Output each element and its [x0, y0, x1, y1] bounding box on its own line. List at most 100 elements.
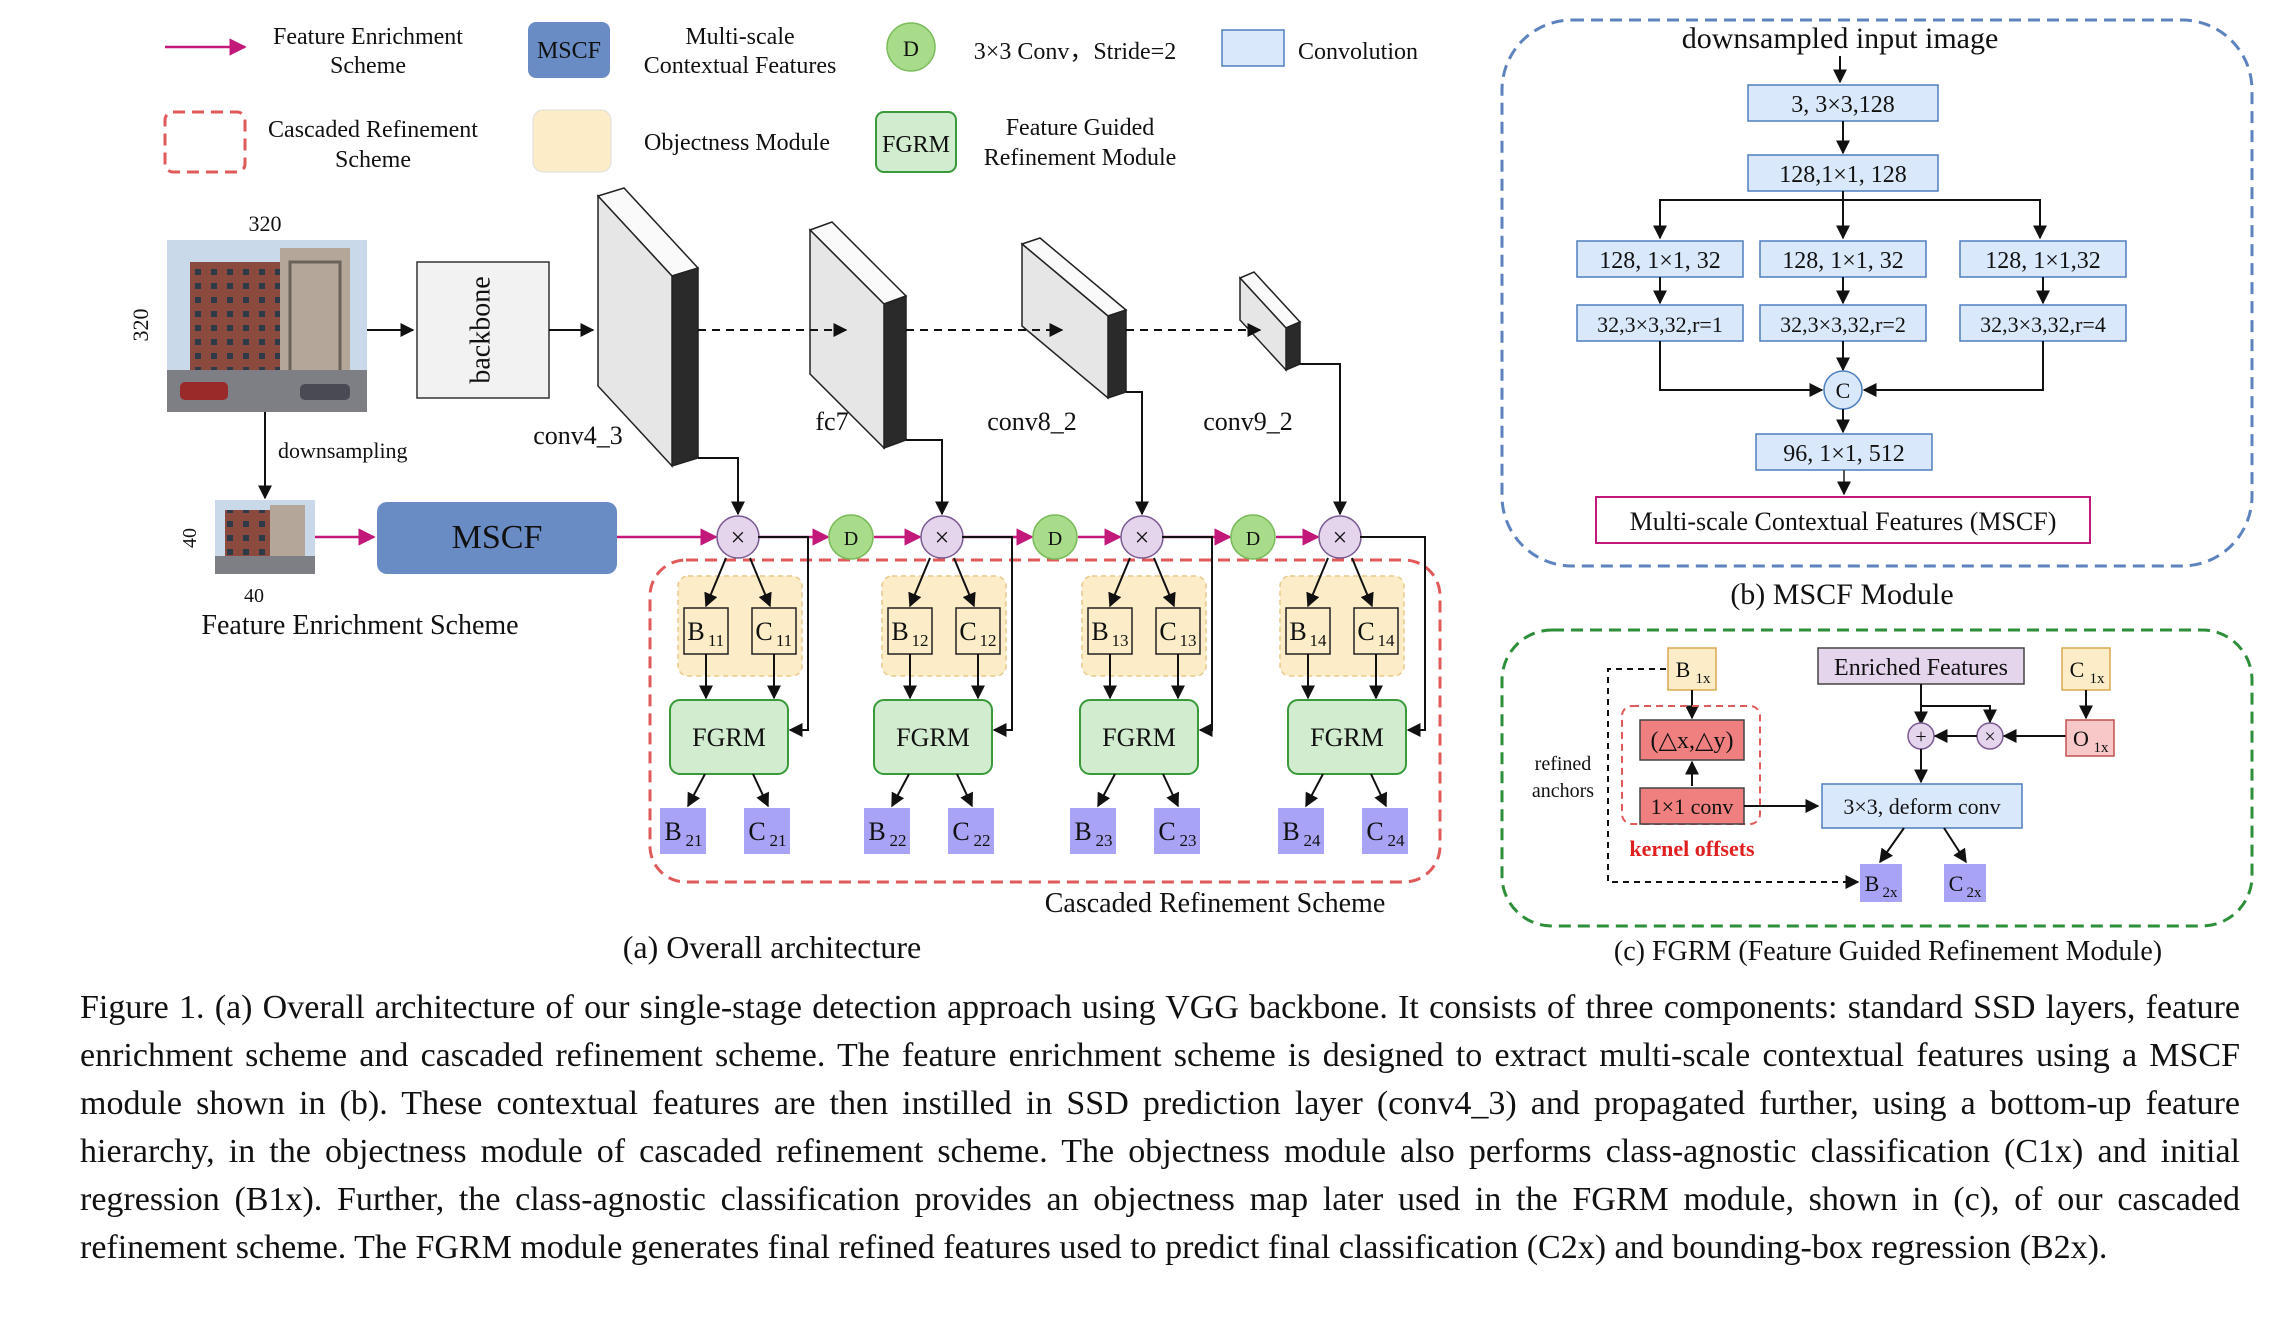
d-node — [1230, 514, 1276, 560]
svg-text:23: 23 — [1180, 831, 1197, 850]
refined-anchors-label-2: anchors — [1532, 780, 1594, 802]
svg-text:C: C — [1836, 378, 1851, 403]
fgrm-block — [1287, 699, 1407, 775]
img-top-size: 320 — [249, 211, 282, 236]
img-left-size: 320 — [128, 309, 153, 342]
legend-crs-swatch — [163, 110, 247, 174]
svg-text:C: C — [952, 817, 969, 846]
svg-text:14: 14 — [1310, 631, 1328, 650]
svg-text:C: C — [1158, 817, 1175, 846]
box-b13 — [1087, 607, 1133, 655]
svg-text:14: 14 — [1378, 631, 1396, 650]
mscf-conv1 — [1747, 84, 1939, 122]
svg-text:C: C — [2070, 657, 2085, 682]
legend-fgrm-swatch — [875, 111, 957, 173]
legend: Feature Enrichment Scheme Cascaded Refin… — [163, 22, 1418, 174]
svg-text:B: B — [1289, 617, 1306, 646]
mscf-module-region — [1500, 18, 2254, 568]
legend-mscf-desc: Multi-scale — [685, 24, 794, 50]
layer-conv9-2 — [1238, 271, 1302, 372]
svg-text:FGRM: FGRM — [896, 723, 970, 752]
mscf-block-label: MSCF — [452, 519, 543, 556]
legend-convolution-swatch — [1221, 29, 1285, 67]
box-b2x — [1860, 864, 1902, 902]
panel-c: B 1x Enriched Features C 1x (△x,△y) 1×1 … — [1500, 628, 2254, 967]
backbone-box — [416, 261, 550, 399]
conv1x1-box — [1639, 787, 1745, 825]
svg-text:B: B — [687, 617, 704, 646]
box-b23 — [1070, 808, 1116, 854]
arrow-conv9-mult — [1300, 363, 1347, 516]
svg-text:32,3×3,32,r=2: 32,3×3,32,r=2 — [1780, 312, 1906, 337]
svg-text:21: 21 — [770, 831, 787, 850]
legend-fgrm-box-label: FGRM — [882, 132, 950, 158]
arrow-fc7-mult — [906, 439, 949, 516]
box-b1x — [1667, 647, 1717, 691]
svg-text:B: B — [1091, 617, 1108, 646]
mscf-input-label: downsampled input image — [1682, 22, 1999, 55]
legend-d-node — [886, 22, 936, 72]
svg-text:21: 21 — [686, 831, 703, 850]
svg-text:×: × — [1135, 523, 1150, 552]
architecture-figure: Feature Enrichment Scheme Cascaded Refin… — [128, 18, 2254, 967]
mscf-output — [1595, 496, 2091, 544]
svg-text:Enriched Features: Enriched Features — [1834, 655, 2008, 681]
legend-fgrm-desc: Feature Guided — [1006, 115, 1155, 141]
box-b24 — [1278, 808, 1324, 854]
svg-text:×: × — [935, 523, 950, 552]
downsampling-label: downsampling — [278, 438, 408, 463]
refinement-column-4: D × B 14 C 14 FGRM B 24 C 24 — [1230, 514, 1426, 854]
svg-text:B: B — [891, 617, 908, 646]
deform-conv — [1821, 783, 2023, 829]
svg-text:FGRM: FGRM — [692, 723, 766, 752]
box-c11 — [751, 607, 797, 655]
svg-text:128, 1×1, 32: 128, 1×1, 32 — [1599, 248, 1721, 274]
svg-text:12: 12 — [912, 631, 929, 650]
refined-anchors-label: refined — [1535, 753, 1592, 775]
box-c23 — [1154, 808, 1200, 854]
svg-text:Multi-scale Contextual Feature: Multi-scale Contextual Features (MSCF) — [1630, 507, 2057, 536]
refinement-column-1: × B 11 C 11 FGRM B 21 C 21 — [660, 515, 809, 854]
legend-crs-label-2: Scheme — [335, 147, 411, 173]
layer-label-conv4-3: conv4_3 — [533, 421, 623, 450]
fgrm-module-region — [1500, 628, 2254, 928]
svg-text:D: D — [844, 528, 858, 550]
panel-b-title: (b) MSCF Module — [1730, 578, 1953, 611]
panel-c-title: (c) FGRM (Feature Guided Refinement Modu… — [1614, 936, 2162, 967]
legend-fgrm-desc-2: Refinement Module — [984, 145, 1177, 171]
svg-text:C: C — [748, 817, 765, 846]
refinement-column-3: D × B 13 C 13 FGRM B 23 C 23 — [1032, 514, 1213, 854]
legend-objectness-swatch — [532, 109, 612, 173]
layer-label-conv8-2: conv8_2 — [987, 407, 1077, 436]
svg-text:12: 12 — [980, 631, 997, 650]
svg-text:128, 1×1,32: 128, 1×1,32 — [1985, 248, 2101, 274]
svg-text:1x: 1x — [1696, 671, 1712, 687]
box-b22 — [864, 808, 910, 854]
svg-text:32,3×3,32,r=1: 32,3×3,32,r=1 — [1597, 312, 1723, 337]
svg-text:B: B — [1282, 817, 1299, 846]
svg-text:B: B — [664, 817, 681, 846]
fes-label: Feature Enrichment Scheme — [201, 610, 518, 641]
legend-convolution-label: Convolution — [1298, 39, 1418, 65]
svg-text:B: B — [1865, 871, 1880, 896]
svg-text:22: 22 — [974, 831, 991, 850]
box-c24 — [1362, 808, 1408, 854]
svg-text:C: C — [1949, 871, 1964, 896]
svg-text:×: × — [1333, 523, 1348, 552]
small-input-image — [215, 500, 315, 574]
branch3-3x3 — [1959, 304, 2127, 342]
svg-text:22: 22 — [890, 831, 907, 850]
backbone-label: backbone — [465, 276, 496, 383]
svg-text:32,3×3,32,r=4: 32,3×3,32,r=4 — [1980, 312, 2106, 337]
crs-label: Cascaded Refinement Scheme — [1045, 888, 1386, 919]
svg-text:C: C — [959, 617, 976, 646]
svg-text:128, 1×1, 32: 128, 1×1, 32 — [1782, 248, 1904, 274]
multiply-symbol: × — [731, 523, 746, 552]
legend-d-symbol: D — [903, 36, 919, 61]
img-small-left: 40 — [179, 528, 201, 548]
legend-mscf-box-label: MSCF — [537, 38, 601, 64]
mscf-conv-out — [1755, 433, 1933, 471]
panel-a-title: (a) Overall architecture — [623, 929, 921, 965]
branch1-3x3 — [1576, 304, 1744, 342]
legend-fes-label-2: Scheme — [330, 53, 406, 79]
